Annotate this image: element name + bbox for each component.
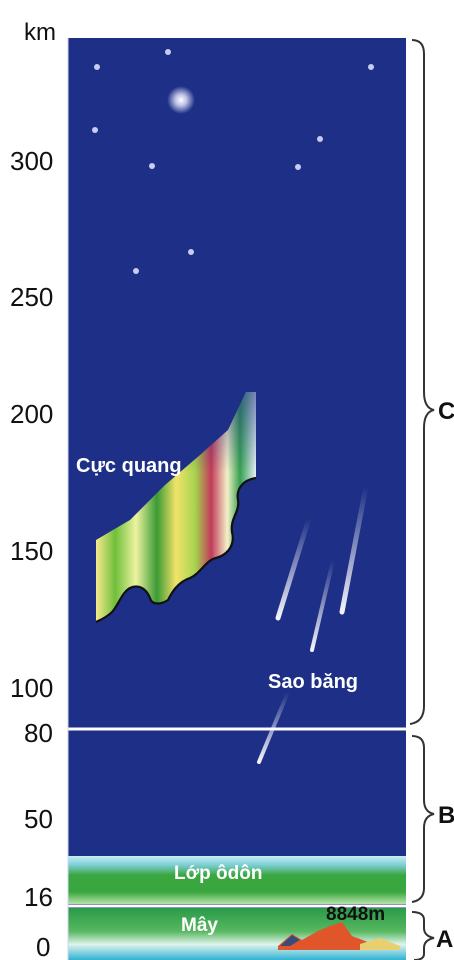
mountain-illustration	[278, 922, 400, 950]
brace-a-shape	[411, 911, 435, 960]
layer-label-a: A	[436, 926, 453, 953]
aurora-label: Cực quang	[76, 455, 182, 477]
tick-label-0: 0	[36, 932, 50, 960]
star	[317, 136, 323, 142]
ozone-label: Lớp ôdôn	[174, 863, 262, 884]
tick-label-150: 150	[10, 536, 53, 566]
meteors	[257, 483, 369, 764]
tick-label-50: 50	[24, 804, 53, 834]
star	[167, 86, 195, 114]
star	[295, 164, 301, 170]
star	[94, 64, 100, 70]
tick-label-100: 100	[10, 673, 53, 703]
stars	[92, 49, 374, 274]
axis-unit-label: km	[24, 19, 56, 46]
star	[188, 249, 194, 255]
star	[133, 268, 139, 274]
mountain-snow	[280, 935, 300, 946]
star	[165, 49, 171, 55]
tick-label-80: 80	[24, 718, 53, 748]
layer-brace-a	[411, 911, 435, 960]
tick-label-250: 250	[10, 282, 53, 312]
meteor	[310, 558, 335, 652]
star	[92, 127, 98, 133]
meteor	[339, 483, 369, 615]
meteor	[275, 515, 312, 621]
aurora-edge	[95, 476, 257, 623]
star	[149, 163, 155, 169]
tick-label-300: 300	[10, 146, 53, 176]
meteor-label: Sao băng	[268, 671, 358, 693]
brace-b-shape	[411, 735, 435, 903]
layer-label-b: B	[438, 802, 454, 829]
tick-label-16: 16	[24, 882, 53, 912]
aurora-illustration	[95, 392, 257, 623]
layer-brace-c	[409, 39, 435, 725]
tick-label-200: 200	[10, 399, 53, 429]
cloud-label: Mây	[181, 915, 218, 936]
layer-label-c: C	[438, 398, 454, 425]
mountain-foot	[360, 938, 400, 950]
everest-label: 8848m	[326, 904, 385, 925]
aurora-fade	[96, 392, 256, 622]
star	[368, 64, 374, 70]
layer-brace-b	[411, 735, 435, 903]
ozone-layer-band	[68, 856, 406, 904]
meteor	[257, 690, 290, 764]
brace-c-shape	[409, 39, 435, 725]
